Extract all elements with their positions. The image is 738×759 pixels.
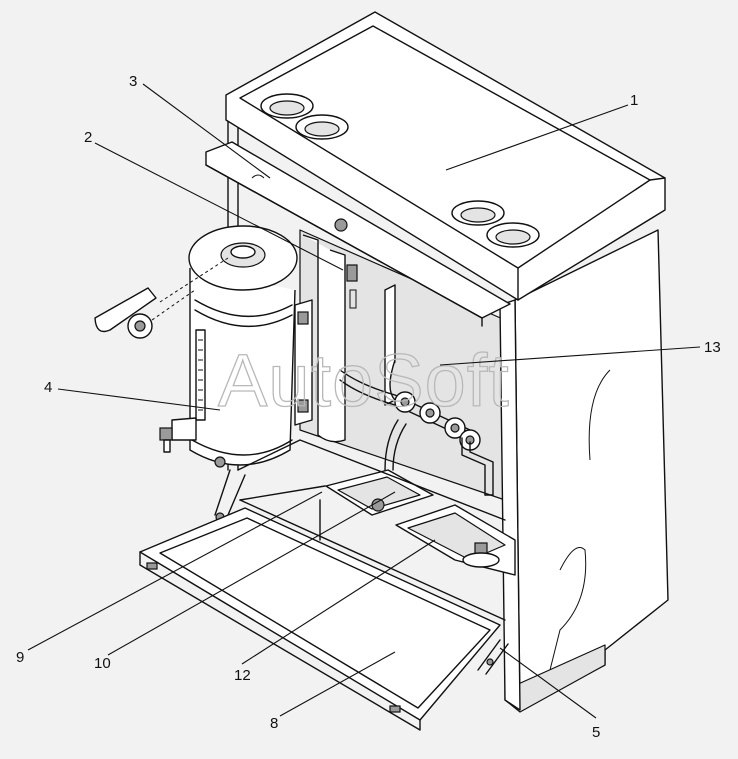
watermark-text: AutoSoft	[218, 339, 510, 422]
interior-components	[302, 234, 494, 496]
urn-spigot	[159, 417, 197, 453]
valve-3	[444, 417, 466, 439]
leader-5	[499, 647, 597, 719]
callout-3: 3	[129, 73, 137, 90]
shelf-panel	[205, 141, 511, 327]
leader-8	[279, 651, 396, 717]
cup-holder-2	[295, 114, 349, 140]
leader-13	[439, 346, 701, 366]
callout-13: 13	[704, 339, 721, 356]
valve-1	[394, 391, 416, 413]
leader-2	[94, 142, 344, 271]
cabinet-floor	[237, 439, 506, 621]
leader-lines	[27, 83, 701, 719]
sink-right	[395, 504, 516, 576]
valve-2	[419, 402, 441, 424]
leader-3	[142, 83, 271, 179]
callout-12: 12	[234, 667, 251, 684]
valve-4	[459, 429, 481, 451]
cup-holder-1	[260, 93, 314, 119]
sink-left	[325, 469, 434, 516]
leader-10	[107, 491, 396, 656]
top-tray	[225, 11, 666, 301]
leader-12	[241, 539, 436, 665]
leader-9	[27, 491, 323, 651]
tap-handle	[94, 257, 229, 339]
cup-holder-4	[486, 222, 540, 248]
shelf-knob	[334, 218, 348, 232]
urn-tank	[159, 225, 313, 522]
callout-9: 9	[16, 649, 24, 666]
callout-4: 4	[44, 379, 52, 396]
callout-5: 5	[592, 724, 600, 741]
leader-4	[57, 388, 221, 411]
callout-labels: 1 2 3 4 5 8 9 10 12 13	[16, 73, 721, 741]
cup-holder-3	[451, 200, 505, 226]
callout-8: 8	[270, 715, 278, 732]
leader-1	[445, 104, 629, 171]
callout-10: 10	[94, 655, 111, 672]
callout-2: 2	[84, 129, 92, 146]
callout-1: 1	[630, 92, 638, 109]
